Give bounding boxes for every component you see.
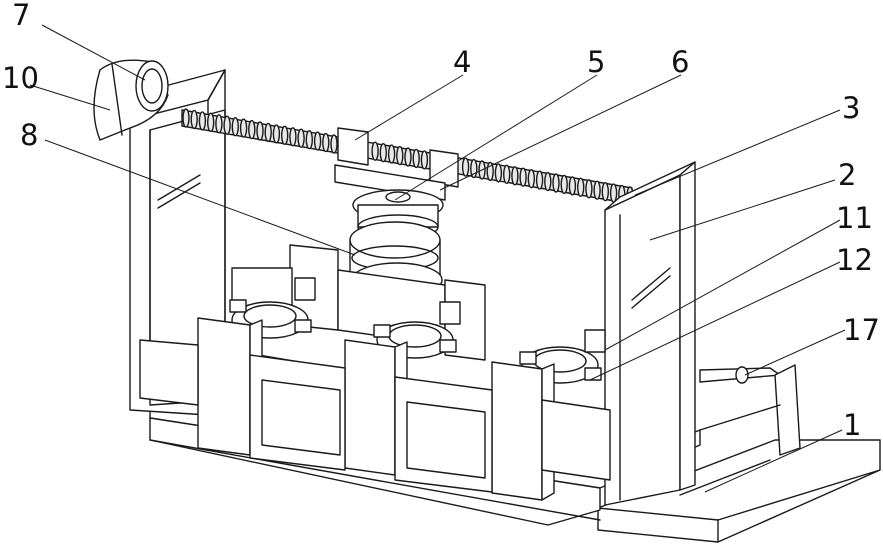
right-frame-post: [605, 162, 695, 505]
screw-thread: [553, 174, 559, 192]
screw-thread: [463, 158, 469, 176]
screw-thread: [372, 142, 378, 160]
screw-thread: [257, 122, 263, 140]
label-4: 4: [453, 45, 471, 79]
screw-thread: [561, 175, 567, 193]
screw-thread: [306, 131, 312, 149]
screw-thread: [265, 123, 271, 141]
screw-thread: [249, 121, 255, 139]
screw-thread: [611, 184, 617, 202]
label-1: 1: [843, 408, 861, 442]
screw-thread: [504, 165, 510, 183]
screw-thread: [578, 178, 584, 196]
screw-thread: [241, 119, 247, 137]
screw-thread: [224, 116, 230, 134]
label-12: 12: [836, 243, 873, 277]
screw-thread: [602, 183, 608, 201]
label-7: 7: [12, 0, 30, 32]
screw-thread: [545, 173, 551, 191]
screw-thread: [512, 167, 518, 185]
screw-thread: [421, 151, 427, 169]
screw-thread: [273, 125, 279, 143]
label-3: 3: [842, 91, 860, 125]
screw-thread: [199, 112, 205, 130]
screw-thread: [191, 110, 197, 128]
screw-thread: [397, 147, 403, 165]
label-10: 10: [2, 61, 39, 95]
screw-thread: [183, 109, 189, 127]
screw-thread: [569, 177, 575, 195]
screw-thread: [495, 164, 501, 182]
screw-thread: [528, 170, 534, 188]
screw-thread: [208, 113, 214, 131]
screw-thread: [594, 181, 600, 199]
screw-thread: [389, 145, 395, 163]
front-uprights: [140, 318, 610, 500]
label-17: 17: [843, 313, 880, 347]
label-2: 2: [838, 158, 856, 192]
label-5: 5: [587, 45, 605, 79]
screw-thread: [282, 126, 288, 144]
screw-thread: [290, 128, 296, 146]
screw-thread: [413, 149, 419, 167]
screw-thread: [405, 148, 411, 166]
screw-nut-slider: [335, 128, 458, 200]
screw-thread: [380, 144, 386, 162]
label-11: 11: [836, 201, 873, 235]
screw-thread: [298, 129, 304, 147]
screw-thread: [537, 171, 543, 189]
screw-thread: [315, 132, 321, 150]
label-6: 6: [671, 45, 689, 79]
screw-thread: [586, 180, 592, 198]
rail-rod: [700, 365, 800, 455]
screw-thread: [232, 118, 238, 136]
label-8: 8: [20, 118, 38, 152]
screw-thread: [331, 135, 337, 153]
screw-thread: [520, 168, 526, 186]
screw-thread: [323, 134, 329, 152]
screw-thread: [216, 115, 222, 133]
